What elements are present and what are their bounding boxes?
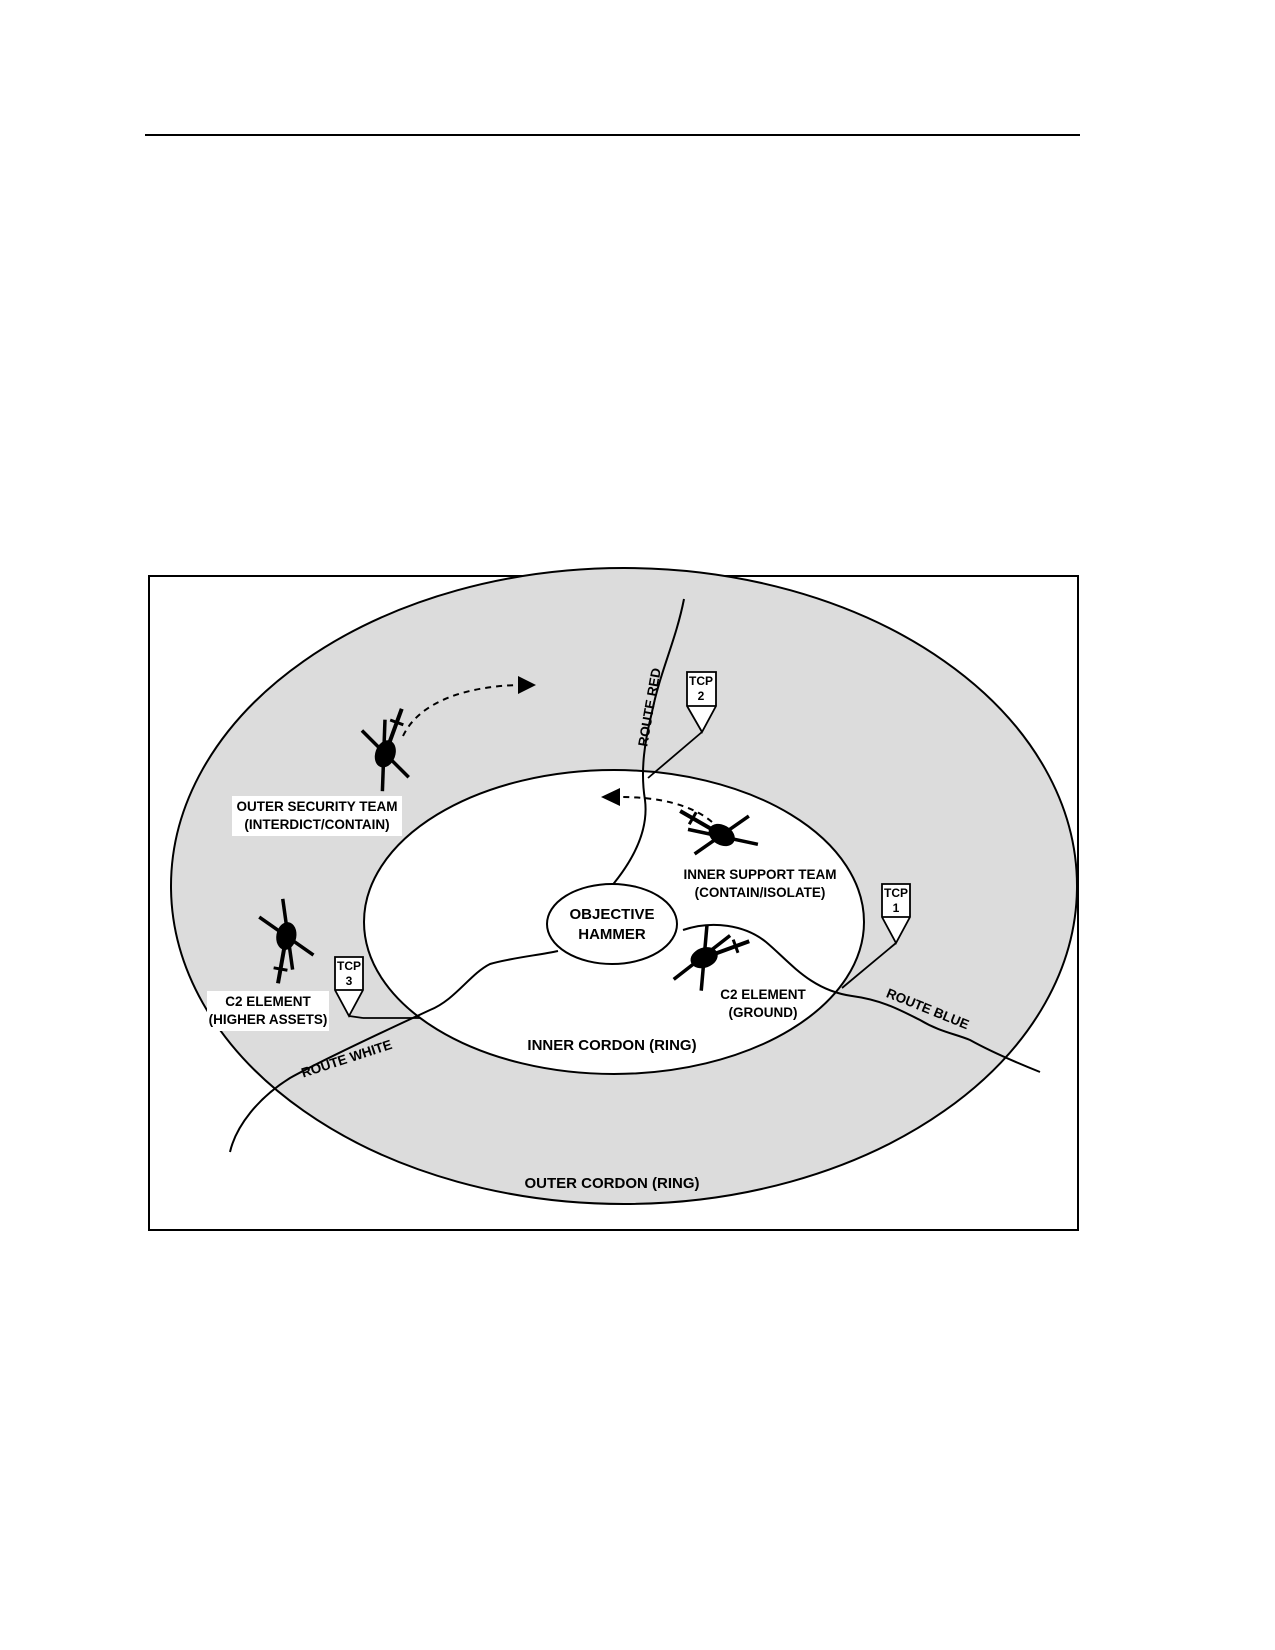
tcp-1-connector <box>841 942 897 989</box>
inner-support-team-role: (CONTAIN/ISOLATE) <box>695 885 826 900</box>
objective-hammer <box>546 883 678 965</box>
tcp-marker-3: TCP 3 <box>334 956 364 1018</box>
outer-security-team-role: (INTERDICT/CONTAIN) <box>244 817 389 832</box>
inner-support-team-label: INNER SUPPORT TEAM <box>683 867 836 882</box>
tcp-1-number: 1 <box>893 901 900 915</box>
tcp-1-label: TCP <box>884 886 908 900</box>
tcp-3-stem <box>348 1015 364 1019</box>
movement-arrow-icon <box>402 676 536 737</box>
c2-ground-role: (GROUND) <box>729 1005 798 1020</box>
c2-higher-label-bg <box>207 991 329 1031</box>
movement-arrow-icon <box>601 788 713 823</box>
outer-security-team-label: OUTER SECURITY TEAM <box>236 799 397 814</box>
page-header-rule <box>145 134 1080 136</box>
tcp-3-label: TCP <box>337 959 361 973</box>
c2-higher-role: (HIGHER ASSETS) <box>209 1012 328 1027</box>
c2-higher-label: C2 ELEMENT <box>225 994 311 1009</box>
route-red-line <box>609 598 685 889</box>
tcp-2-connector <box>647 731 703 779</box>
tcp-marker-2: TCP 2 <box>686 671 717 734</box>
inner-cordon-label: INNER CORDON (RING) <box>527 1037 696 1054</box>
objective-label-line1: OBJECTIVE <box>569 906 654 923</box>
outer-cordon-label: OUTER CORDON (RING) <box>525 1175 700 1192</box>
objective-label-line2: HAMMER <box>578 926 646 943</box>
tcp-2-label: TCP <box>689 674 713 688</box>
c2-ground-label: C2 ELEMENT <box>720 987 806 1002</box>
tcp-3-number: 3 <box>346 974 353 988</box>
tcp-2-number: 2 <box>698 689 705 703</box>
route-blue-line <box>682 923 1041 1073</box>
outer-security-label-bg <box>232 796 402 836</box>
tcp-marker-1: TCP 1 <box>881 883 911 945</box>
